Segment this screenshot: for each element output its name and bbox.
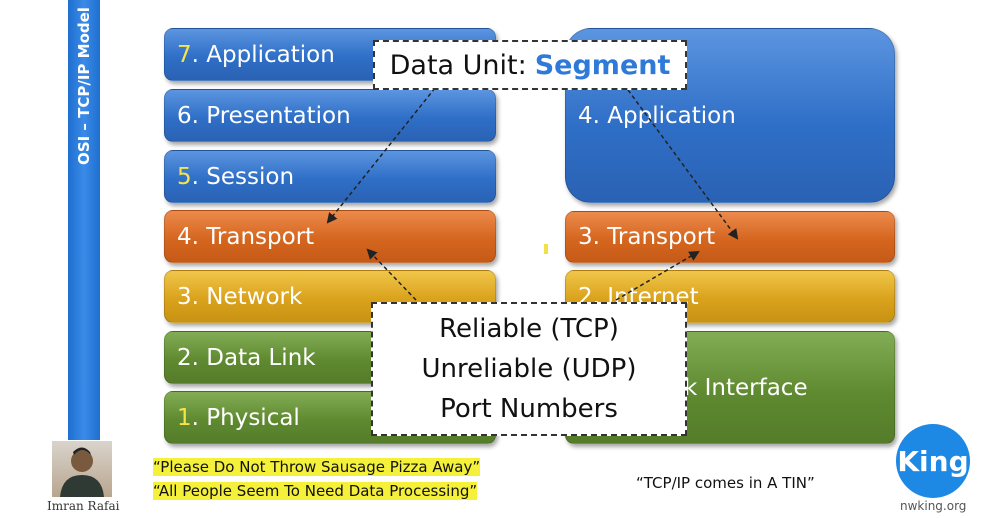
osi-layer-number: 1 bbox=[177, 404, 192, 431]
side-title-bar bbox=[68, 0, 100, 440]
osi-layer-session: 5. Session bbox=[164, 150, 496, 203]
presenter-avatar bbox=[52, 441, 112, 497]
osi-layer-label: . Physical bbox=[191, 404, 300, 431]
osi-layer-number: 7 bbox=[177, 41, 192, 68]
tcpip-layer-label: k Interface bbox=[684, 374, 808, 401]
osi-layer-label: . Session bbox=[191, 163, 295, 190]
tcpip-layer-label: 3. Transport bbox=[578, 224, 716, 250]
data-unit-callout: Data Unit: Segment bbox=[373, 40, 687, 90]
logo-url: nwking.org bbox=[900, 499, 967, 513]
tcpip-layer-label: 4. Application bbox=[578, 102, 736, 129]
transport-features-callout: Reliable (TCP) Unreliable (UDP) Port Num… bbox=[371, 302, 687, 436]
osi-layer-label: . Transport bbox=[191, 223, 315, 250]
feature-reliable: Reliable (TCP) bbox=[439, 314, 619, 344]
osi-layer-number: 6 bbox=[177, 102, 192, 129]
feature-unreliable: Unreliable (UDP) bbox=[421, 354, 637, 384]
osi-layer-number: 4 bbox=[177, 223, 192, 250]
osi-layer-number: 3 bbox=[177, 283, 192, 310]
data-unit-prefix: Data Unit: bbox=[389, 49, 527, 81]
presenter-name: Imran Rafai bbox=[47, 499, 120, 513]
arrow-segment-to-osi-transport bbox=[326, 87, 436, 224]
osi-layer-number: 5 bbox=[177, 163, 192, 190]
logo-text: King bbox=[897, 444, 969, 478]
mnemonic-osi-top-down: “Please Do Not Throw Sausage Pizza Away” bbox=[153, 458, 481, 476]
tcpip-layer-internet: 2. Internet bbox=[565, 270, 895, 323]
arrow-reliable-to-tcpip-transport bbox=[615, 250, 700, 301]
mnemonic-tcpip: “TCP/IP comes in A TIN” bbox=[636, 474, 815, 492]
osi-layer-label: . Network bbox=[191, 283, 303, 310]
osi-layer-network: 3. Network bbox=[164, 270, 496, 323]
mnemonic-osi-bottom-up: “All People Seem To Need Data Processing… bbox=[153, 482, 478, 500]
osi-layer-presentation: 6. Presentation bbox=[164, 89, 496, 142]
arrow-segment-to-tcpip-transport bbox=[627, 89, 739, 240]
king-logo: King bbox=[896, 424, 970, 498]
data-unit-highlight: Segment bbox=[534, 49, 671, 81]
osi-layer-label: . Presentation bbox=[191, 102, 351, 129]
decorative-dot bbox=[544, 244, 548, 254]
arrow-reliable-to-osi-transport bbox=[366, 248, 417, 301]
osi-layer-number: 2 bbox=[177, 344, 192, 371]
feature-port-numbers: Port Numbers bbox=[440, 394, 618, 424]
osi-layer-label: . Application bbox=[191, 41, 335, 68]
osi-layer-label: . Data Link bbox=[191, 344, 316, 371]
person-icon bbox=[60, 447, 104, 497]
